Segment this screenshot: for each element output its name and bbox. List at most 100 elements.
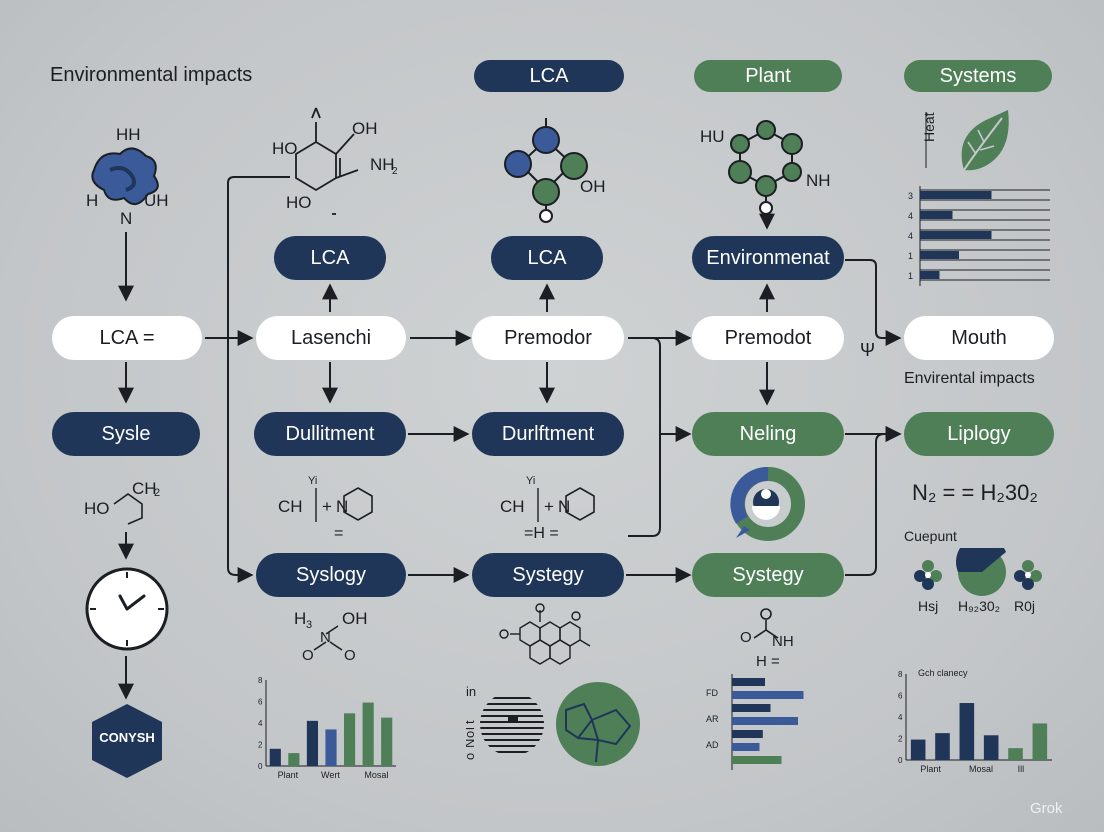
eq2-n: N <box>336 497 348 516</box>
hexagon-badge-label: CONYSH <box>99 730 155 745</box>
y-tick-label: 0 <box>898 756 903 765</box>
mol-side-ch: CH <box>132 479 157 498</box>
node-mouth: Mouth <box>904 316 1054 360</box>
mol3-oh: OH <box>580 177 606 196</box>
molecule-col2-top: OH HO NH 2 HO <box>272 107 398 215</box>
molecule-col1-top: HH H UH N <box>86 125 169 228</box>
label-r0j: R0j <box>1014 598 1036 614</box>
mol2l-n: N <box>320 629 331 646</box>
bar <box>344 713 356 766</box>
mol1-label-hh: HH <box>116 125 141 144</box>
mol2-ho-top: HO <box>272 139 298 158</box>
molecule-col3-ring <box>499 603 591 665</box>
node-premodor: Premodor <box>472 316 624 360</box>
mol2-nh: NH <box>370 155 395 174</box>
mol2l-sub: 3 <box>306 619 312 631</box>
y-tick-label: 4 <box>898 713 903 722</box>
eq2-plus: + <box>322 497 332 516</box>
bar <box>732 691 804 699</box>
molecule-col4-low: O NH H = <box>740 608 794 670</box>
molecule-col4-top: HU NH <box>700 120 831 215</box>
bar <box>983 735 999 760</box>
cuepunt-icons <box>914 548 1042 596</box>
category-label: 3 <box>908 191 913 201</box>
bar <box>306 720 318 766</box>
mol2l-oh: OH <box>342 609 368 628</box>
node-syslogy: Syslogy <box>256 553 406 597</box>
eq3-ch: CH <box>500 497 525 516</box>
bar <box>920 211 953 219</box>
bar <box>920 191 992 199</box>
mol1-label-n: N <box>120 209 132 228</box>
flower-icon <box>914 560 942 590</box>
pie-icon <box>956 548 1006 596</box>
label-h930: H₉₂30₂ <box>958 598 1001 614</box>
molecule-col2-low: H 3 OH N O O <box>294 609 368 664</box>
molecule-col1-side: HO CH 2 <box>84 479 160 525</box>
eq2-ch: CH <box>278 497 303 516</box>
eq3-plus: + <box>544 497 554 516</box>
y-tick-label: 8 <box>898 670 903 679</box>
bar <box>732 678 765 686</box>
bar <box>381 717 393 766</box>
mol2-nh-sub: 2 <box>392 166 398 177</box>
striped-globe-and-map: in o N o l t <box>466 682 640 766</box>
mol2-ho-bottom: HO <box>286 193 312 212</box>
category-label: 4 <box>908 231 913 241</box>
bar <box>732 730 763 738</box>
bar <box>920 251 959 259</box>
flower-icon-2 <box>1014 560 1042 590</box>
category-label: 4 <box>908 211 913 221</box>
node-environmenat: Environmenat <box>692 236 844 280</box>
bar <box>732 743 760 751</box>
mol4l-o: O <box>740 629 752 646</box>
x-tick-label: Wert <box>321 770 340 780</box>
node-col2-lca: LCA <box>274 236 386 280</box>
eq2-yi: Yi <box>308 475 317 487</box>
mol2l-o1: O <box>302 647 314 664</box>
x-tick-label: Plant <box>278 770 299 780</box>
bar <box>732 756 782 764</box>
cuepunt-label: Cuepunt <box>904 528 957 544</box>
x-tick-label: Ill <box>1018 764 1024 774</box>
label-hsj: Hsj <box>918 598 939 614</box>
mol4l-nh: NH <box>772 633 794 650</box>
bar <box>1008 748 1023 760</box>
eq3-yi: Yi <box>526 475 535 487</box>
map-label-n: N <box>466 739 477 748</box>
y-tick-label: 6 <box>258 698 263 707</box>
eq3-equals: =H = <box>524 525 559 542</box>
tag-systems: Systems <box>904 60 1052 92</box>
y-tick-label: 2 <box>258 741 263 750</box>
bar <box>732 717 798 725</box>
y-tick-label: 0 <box>258 762 263 771</box>
node-systegy-col3: Systegy <box>472 553 624 597</box>
node-lca: LCA = <box>52 316 202 360</box>
mol2l-o2: O <box>344 647 356 664</box>
psi-symbol: Ψ <box>860 340 876 360</box>
molecule-col3-top: OH <box>504 118 606 223</box>
map-label-in: in <box>466 684 476 699</box>
y-tick-label: 6 <box>898 692 903 701</box>
y-tick-label: 8 <box>258 676 263 685</box>
x-tick-label: Mosal <box>364 770 388 780</box>
category-label: 1 <box>908 271 913 281</box>
diagram-title: Environmental impacts <box>50 64 253 86</box>
node-premodot: Premodot <box>692 316 844 360</box>
node-sysle: Sysle <box>52 412 200 456</box>
bar <box>910 739 926 760</box>
bar <box>269 748 281 766</box>
category-label: AR <box>706 714 719 724</box>
eq2-equals: = <box>334 525 343 542</box>
bar <box>920 271 940 279</box>
bar <box>362 702 374 766</box>
node-neling: Neling <box>692 412 844 456</box>
mol2-oh: OH <box>352 119 378 138</box>
mol4l-h: H = <box>756 653 780 670</box>
node-lasenchi: Lasenchi <box>256 316 406 360</box>
